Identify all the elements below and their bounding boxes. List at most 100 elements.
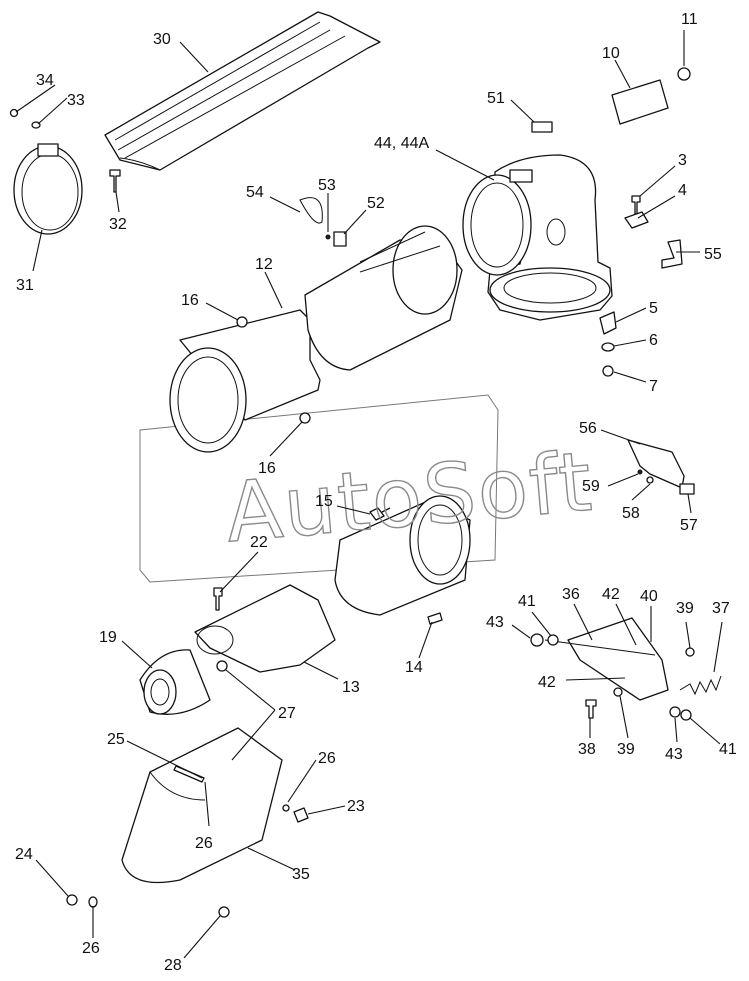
callout-34: 34 <box>36 72 54 89</box>
part-11-nut <box>677 67 691 81</box>
callout-labels: 34 33 30 11 10 51 44, 44A 3 4 55 32 31 5… <box>15 11 737 974</box>
callout-36: 36 <box>562 586 580 603</box>
callout-10: 10 <box>602 45 620 62</box>
part-16-nut-upper <box>236 316 248 328</box>
callout-37: 37 <box>712 600 730 617</box>
callout-38: 38 <box>578 741 596 758</box>
part-54-pin-ring <box>299 197 323 224</box>
callout-23: 23 <box>347 798 365 815</box>
callout-39-upper: 39 <box>676 600 694 617</box>
callout-40: 40 <box>640 588 658 605</box>
part-41-washer-upper <box>547 634 559 646</box>
callout-55: 55 <box>704 246 722 263</box>
callout-53: 53 <box>318 177 336 194</box>
callout-5: 5 <box>649 300 658 317</box>
part-53-pin <box>325 234 331 240</box>
callout-52: 52 <box>367 195 385 212</box>
part-23-bolt <box>293 807 309 823</box>
callout-57: 57 <box>680 517 698 534</box>
callout-51: 51 <box>487 90 505 107</box>
subassembly-outline <box>139 394 499 583</box>
callout-41-upper: 41 <box>518 593 536 610</box>
callout-41-lower: 41 <box>719 741 737 758</box>
callout-24: 24 <box>15 846 33 863</box>
part-56-bracket <box>627 439 685 489</box>
callout-12: 12 <box>255 256 273 273</box>
callout-26-right: 26 <box>318 750 336 767</box>
callout-35: 35 <box>292 866 310 883</box>
part-3-bolt <box>631 195 641 215</box>
callout-15: 15 <box>315 493 333 510</box>
callout-31: 31 <box>16 277 34 294</box>
callout-42-upper: 42 <box>602 586 620 603</box>
part-28-nut <box>218 906 230 918</box>
leader-lines <box>15 30 723 959</box>
part-43-nut-upper <box>530 633 544 647</box>
part-39-nut-lower <box>613 687 623 697</box>
part-44-elbow <box>462 154 613 321</box>
callout-27: 27 <box>278 705 296 722</box>
part-12-spout-tube <box>169 225 463 453</box>
part-36-lever-plate <box>544 617 669 701</box>
part-13-hood <box>194 584 336 673</box>
callout-6: 6 <box>649 332 658 349</box>
part-10-plate <box>611 79 669 125</box>
part-19-cap <box>139 649 211 715</box>
callout-32: 32 <box>109 216 127 233</box>
callout-59: 59 <box>582 478 600 495</box>
part-38-bolt <box>585 699 597 719</box>
callout-44-44a: 44, 44A <box>374 135 429 152</box>
callout-30: 30 <box>153 31 171 48</box>
part-26-washer-b <box>88 896 98 908</box>
callout-14: 14 <box>405 659 423 676</box>
part-43-nut-lower <box>669 706 681 718</box>
callout-33: 33 <box>67 92 85 109</box>
part-15-bolt <box>369 507 391 521</box>
part-41-washer-lower <box>680 709 692 721</box>
part-59-pin <box>637 469 643 475</box>
part-37-spring <box>679 675 722 696</box>
callout-11: 11 <box>681 11 698 28</box>
callout-26-bottom: 26 <box>82 940 100 957</box>
part-34-nut <box>9 108 19 118</box>
part-7-nut <box>602 365 614 377</box>
callout-58: 58 <box>622 505 640 522</box>
part-5-clip <box>599 311 617 335</box>
part-58-washer <box>646 476 654 484</box>
callout-25: 25 <box>107 731 125 748</box>
callout-42-lower: 42 <box>538 674 556 691</box>
part-51-bracket <box>531 121 553 133</box>
callout-3: 3 <box>678 152 687 169</box>
part-16-nut-lower <box>299 412 311 424</box>
part-6-washer <box>601 342 615 352</box>
callout-39-lower: 39 <box>617 741 635 758</box>
part-27-nut <box>216 660 228 672</box>
part-14-bolt <box>427 612 443 625</box>
callout-54: 54 <box>246 184 264 201</box>
callout-22: 22 <box>250 534 268 551</box>
callout-56: 56 <box>579 420 597 437</box>
part-31-band-clamp <box>13 143 83 235</box>
callout-16-upper: 16 <box>181 292 199 309</box>
part-35-deflector <box>121 727 283 884</box>
callout-43-upper: 43 <box>486 614 504 631</box>
part-30-trough <box>104 11 381 171</box>
part-52-latch <box>333 231 347 247</box>
part-57-clip <box>679 483 695 495</box>
callout-7: 7 <box>649 378 658 395</box>
part-39-nut-upper <box>685 647 695 657</box>
callout-19: 19 <box>99 629 117 646</box>
callout-43-lower: 43 <box>665 746 683 763</box>
watermark-text: AutoSoft <box>222 435 597 562</box>
part-32-bolt <box>109 169 121 193</box>
part-55-bracket <box>661 239 683 269</box>
callout-16-lower: 16 <box>258 460 276 477</box>
callout-13: 13 <box>342 679 360 696</box>
callout-28: 28 <box>164 957 182 974</box>
part-24-nut <box>66 894 78 906</box>
part-lower-tube <box>334 495 471 616</box>
callout-4: 4 <box>678 182 687 199</box>
callout-26-mid: 26 <box>195 835 213 852</box>
part-26-washer-a <box>282 804 290 812</box>
